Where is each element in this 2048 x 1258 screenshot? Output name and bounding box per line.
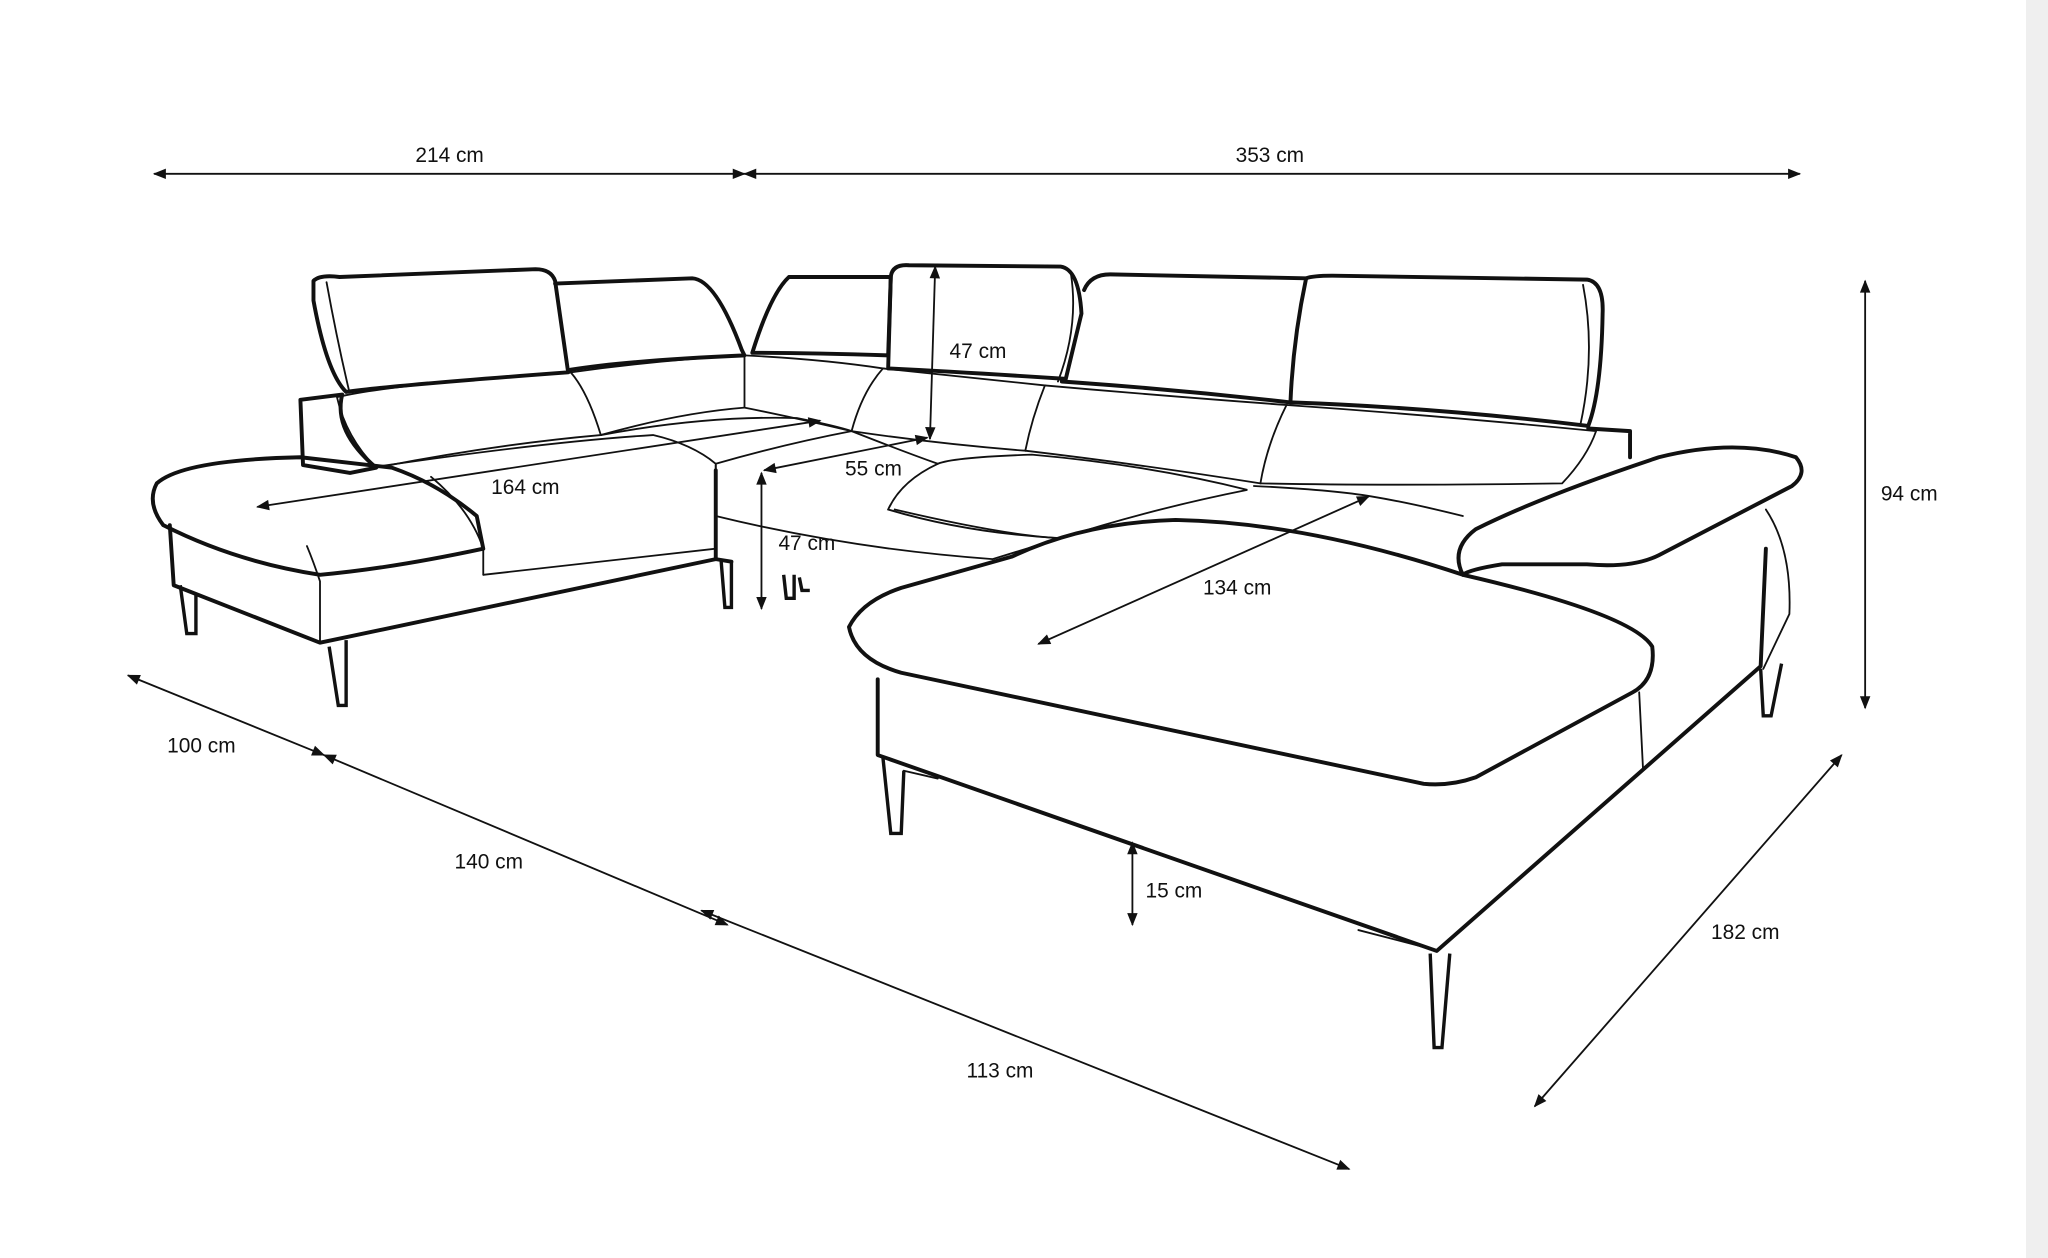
dimension-lines bbox=[126, 168, 1871, 1170]
label-353: 353 cm bbox=[1236, 144, 1304, 167]
sofa-drawing bbox=[150, 263, 1804, 1050]
right-edge-strip bbox=[2026, 0, 2048, 1258]
label-134: 134 cm bbox=[1203, 576, 1271, 599]
label-15: 15 cm bbox=[1145, 879, 1202, 902]
label-164: 164 cm bbox=[491, 476, 559, 499]
label-100: 100 cm bbox=[167, 734, 235, 757]
label-seat-47: 47 cm bbox=[778, 532, 835, 555]
label-182: 182 cm bbox=[1711, 921, 1779, 944]
label-headrest-47: 47 cm bbox=[950, 340, 1007, 363]
label-214: 214 cm bbox=[415, 144, 483, 167]
label-55: 55 cm bbox=[845, 458, 902, 481]
label-113: 113 cm bbox=[967, 1060, 1034, 1083]
dimension-labels: 214 cm 353 cm 47 cm 55 cm 164 cm 47 cm 1… bbox=[167, 144, 1937, 1083]
label-140: 140 cm bbox=[455, 851, 523, 874]
label-94: 94 cm bbox=[1881, 482, 1938, 505]
